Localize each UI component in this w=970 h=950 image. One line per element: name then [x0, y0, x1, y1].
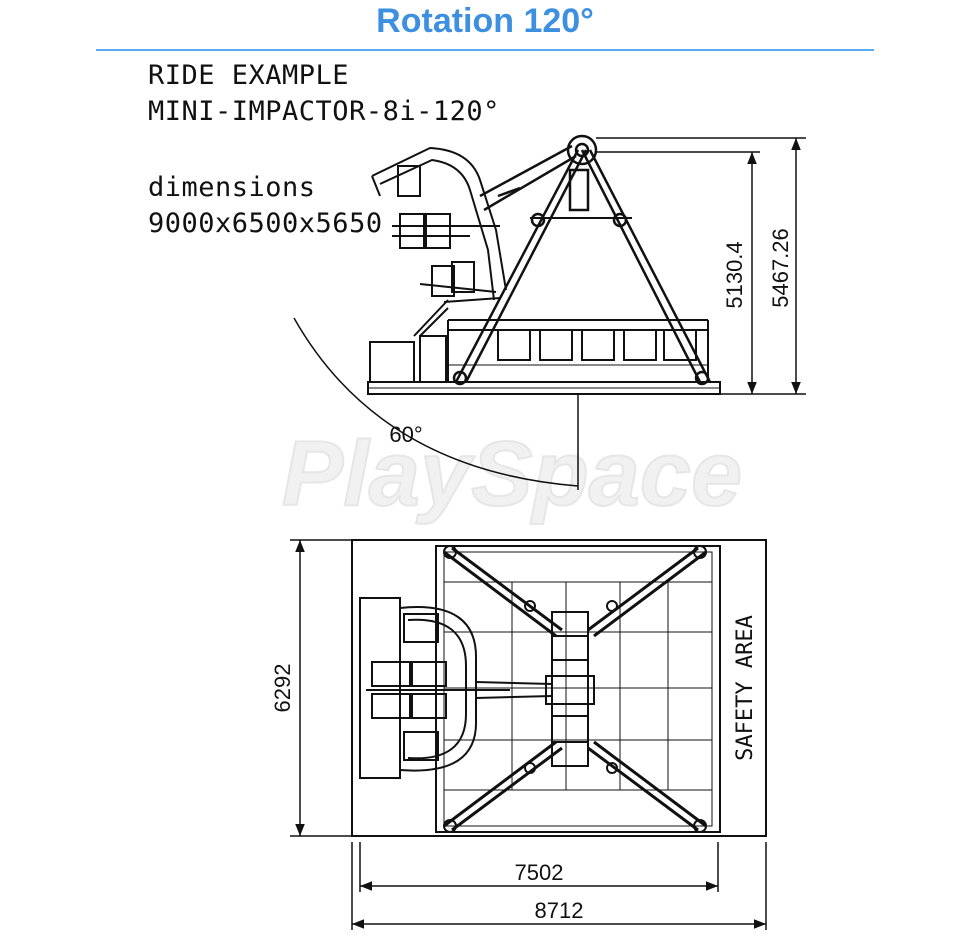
perimeter-fence	[447, 319, 709, 382]
title-underline	[96, 49, 874, 51]
x-frame-legs	[443, 546, 707, 832]
central-hub	[545, 611, 595, 767]
gondola	[371, 146, 507, 303]
model-name: MINI-IMPACTOR-8i-120°	[148, 96, 500, 127]
entry-stairs	[369, 299, 449, 383]
top-swing-arm	[456, 681, 553, 699]
height-5467-label: 5467.26	[768, 228, 793, 308]
dimensions-label: dimensions	[148, 172, 316, 203]
page-title: Rotation 120°	[376, 2, 594, 40]
width-7502-label: 7502	[515, 860, 564, 885]
side-view	[293, 134, 721, 490]
top-dimensions	[290, 539, 767, 930]
width-8712-label: 8712	[535, 898, 584, 923]
swing-angle-arc	[293, 317, 579, 487]
dimensions-value: 9000x6500x5650	[148, 208, 383, 239]
depth-6292-label: 6292	[270, 664, 295, 713]
outer-boundary	[351, 539, 767, 837]
safety-area-label: SAFETY AREA	[733, 615, 758, 761]
swing-arm	[479, 144, 577, 212]
watermark-logo: PlaySpace	[282, 423, 742, 525]
a-frame-tower	[452, 134, 712, 386]
height-5130-label: 5130.4	[722, 241, 747, 308]
top-view	[351, 539, 767, 837]
angle-label: 60°	[389, 422, 422, 447]
floor-grid	[444, 581, 712, 791]
top-gondola	[359, 597, 478, 779]
side-height-dimensions	[596, 137, 806, 395]
ride-example-label: RIDE EXAMPLE	[148, 60, 350, 91]
